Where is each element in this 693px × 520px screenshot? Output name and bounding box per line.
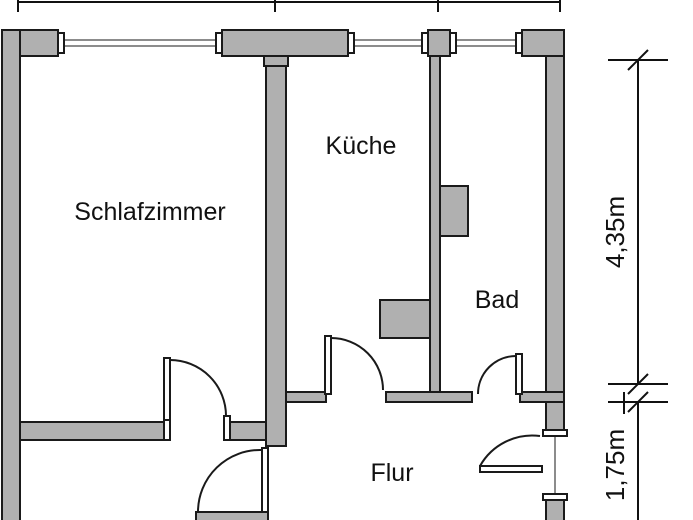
wall-bedroom-kitchen-cap [263,55,289,67]
wall-bedroom-bottom-right [229,421,267,441]
room-label-bad: Bad [475,286,519,314]
dimension-label-1-75m: 1,75m [600,429,630,501]
door-bathroom [477,353,523,395]
window-frames [57,32,523,54]
wall-kitchen-bath [429,55,441,397]
dimension-label-4-35m: 4,35m [600,196,630,268]
right-dimension-line [608,49,668,520]
door-jamb [223,415,231,441]
wall-pier-top-middle [221,29,349,57]
wall-kitchen-bottom-right [385,391,473,403]
shaft-lower [379,299,431,339]
wall-right-bottom [545,499,565,520]
door-jamb [542,429,568,437]
wall-bath-bottom-right [519,391,565,403]
wall-pier-top-small [427,29,451,57]
room-label-flur: Flur [370,459,413,487]
wall-pier-top-right [521,29,565,57]
wall-bedroom-kitchen [265,59,287,447]
room-label-kueche: Küche [326,132,397,160]
door-hall-left [197,447,269,513]
wall-right-exterior [545,55,565,397]
top-dimension-line [17,0,561,12]
windows-top [64,39,522,47]
door-kitchen [324,335,384,395]
wall-right-lower [545,401,565,433]
wall-bottom-fragment [195,511,269,520]
door-bedroom [163,357,227,421]
shaft-upper [439,185,469,237]
door-entrance [479,434,543,473]
room-label-schlafzimmer: Schlafzimmer [74,198,225,226]
wall-bedroom-bottom-left [19,421,165,441]
wall-left-exterior [1,29,21,520]
wall-kitchen-bottom-left [285,391,327,403]
